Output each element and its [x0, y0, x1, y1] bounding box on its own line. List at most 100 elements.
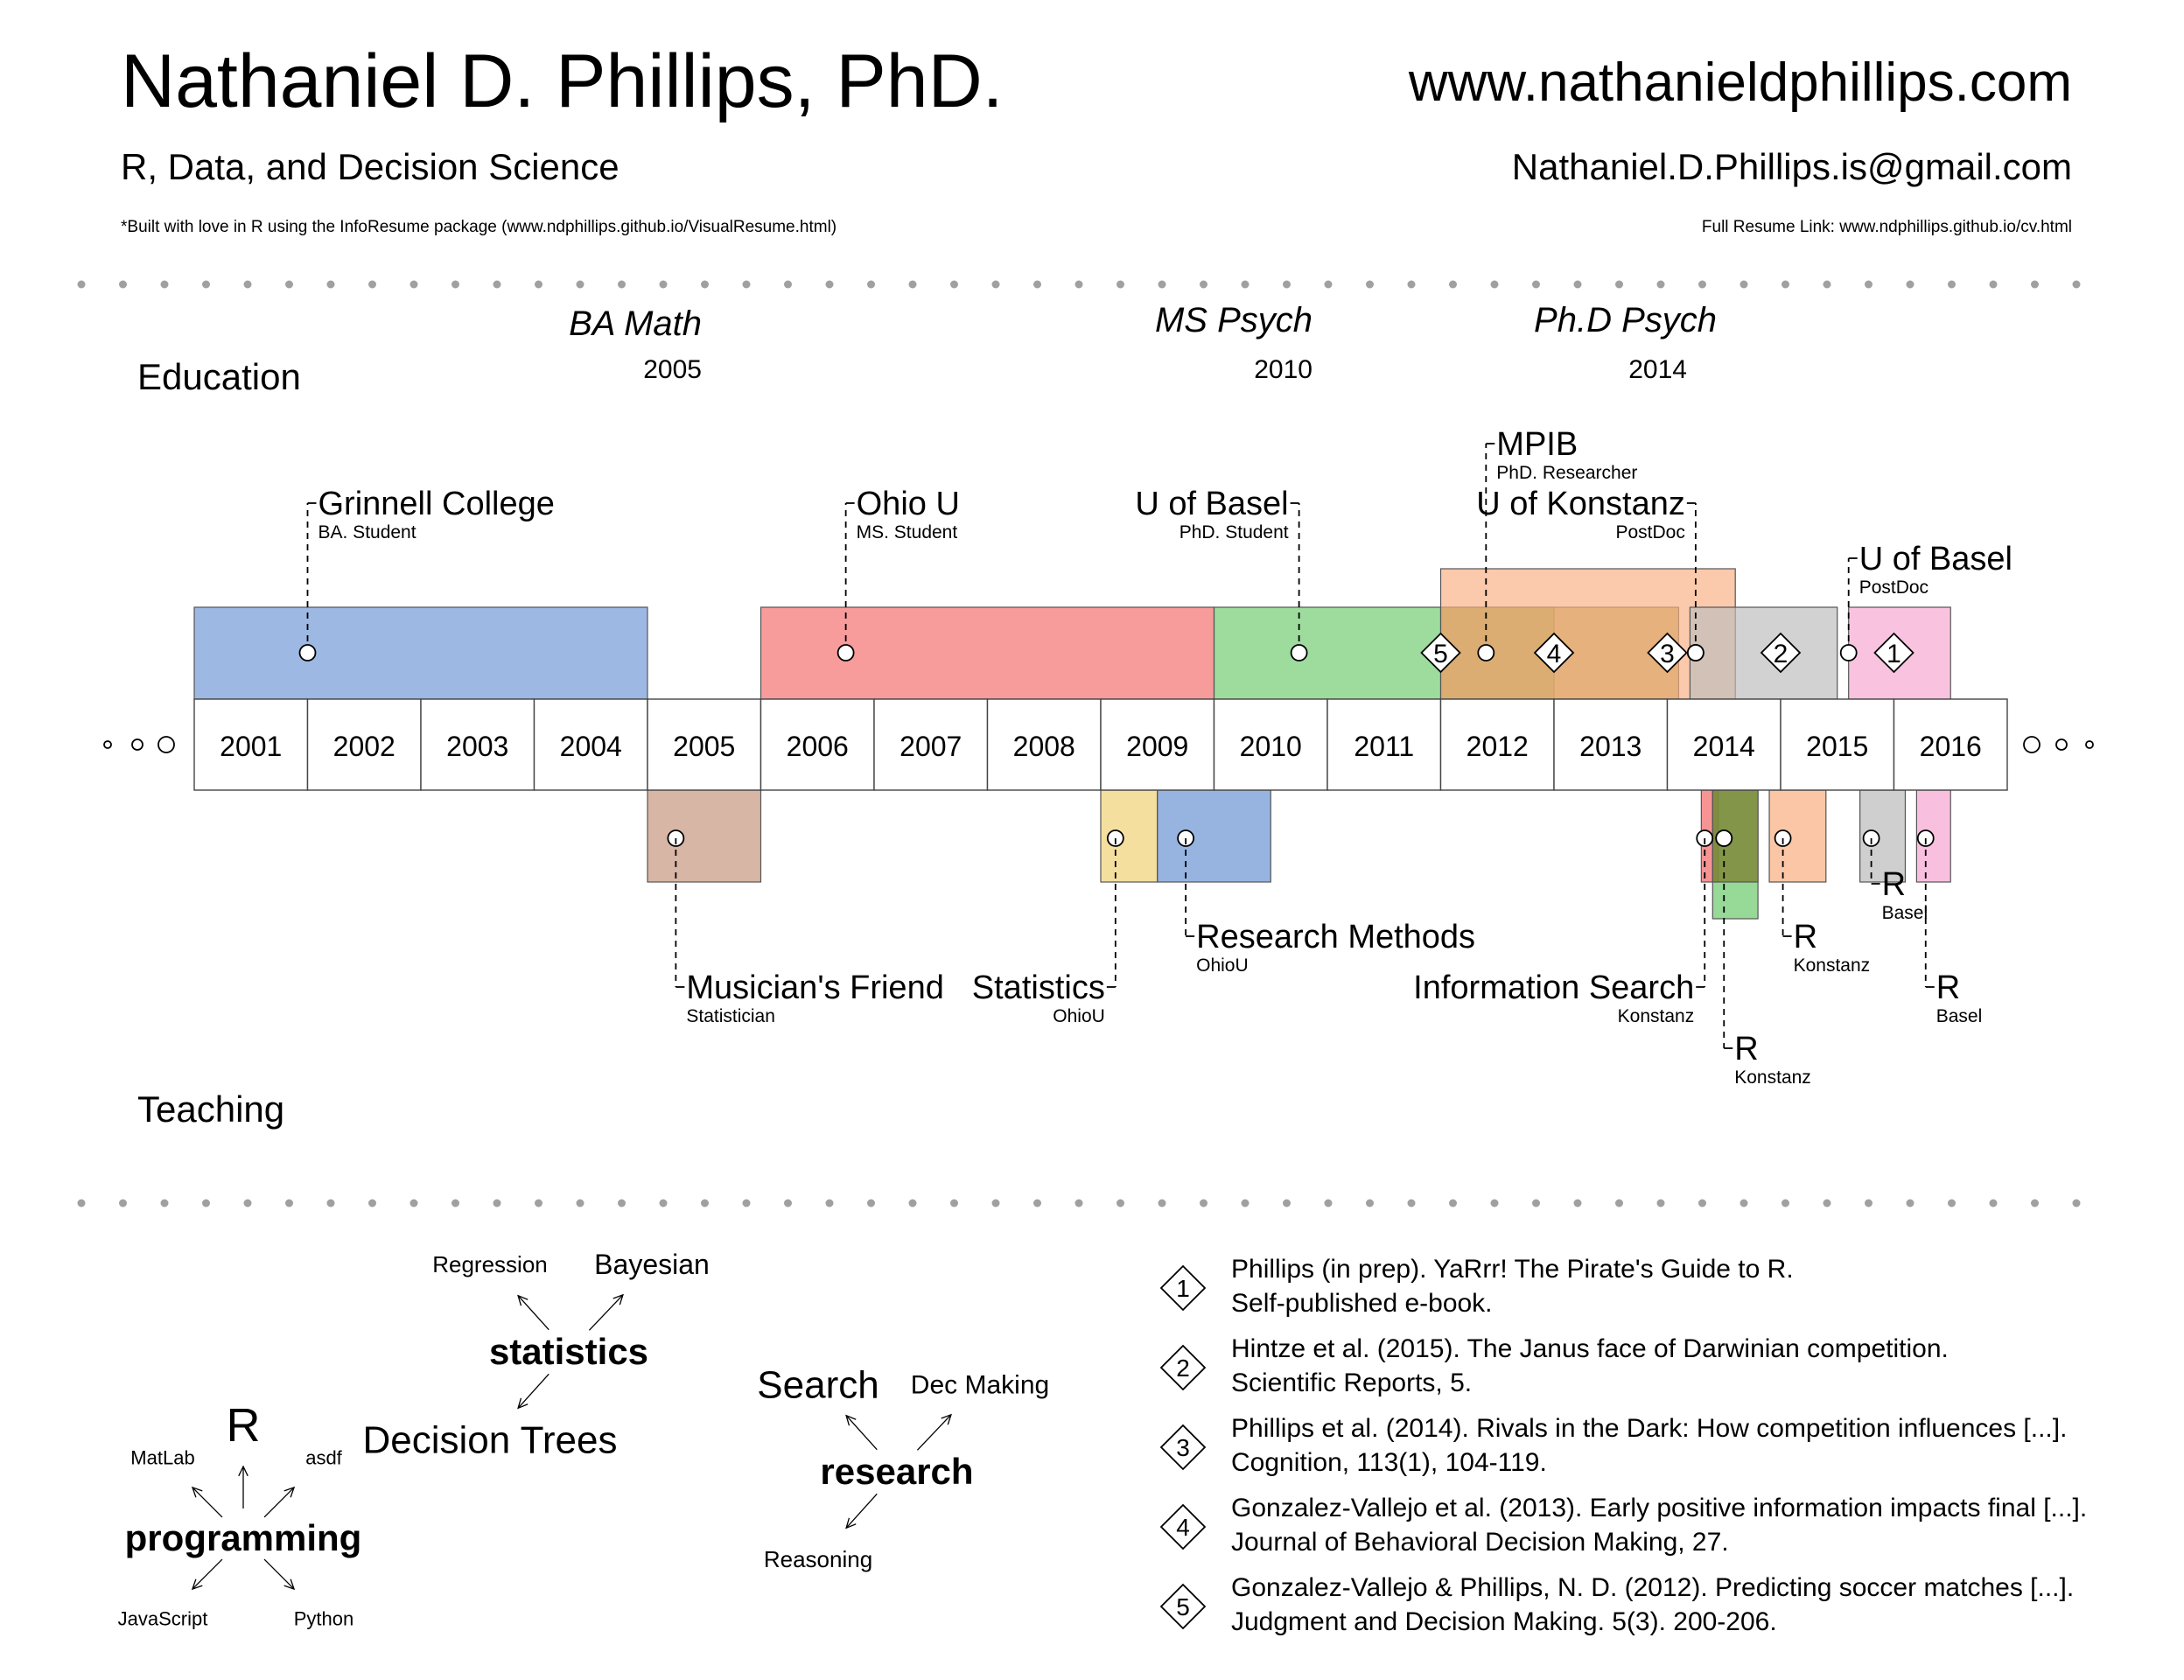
- year-cell: [1213, 698, 1328, 791]
- publication-line1: Gonzalez-Vallejo & Phillips, N. D. (2012…: [1231, 1573, 2074, 1602]
- publication-line2: Scientific Reports, 5.: [1231, 1368, 1472, 1397]
- ellipsis-dot: [2085, 740, 2094, 749]
- education-sublabel: PostDoc: [1859, 578, 1928, 598]
- separator-dot: [1449, 280, 1457, 289]
- education-sublabel: BA. Student: [318, 522, 416, 542]
- year-cell: [193, 698, 309, 791]
- skill-arrow: [588, 1294, 624, 1331]
- publication-marker: [1647, 632, 1688, 674]
- separator-dot: [1823, 280, 1831, 289]
- milestone-year: 2010: [1254, 355, 1312, 384]
- separator-dot: [1906, 1199, 1914, 1208]
- publication-icon: [1159, 1344, 1207, 1391]
- year-label: 2010: [1240, 731, 1302, 762]
- separator-dot: [576, 280, 584, 289]
- year-label: 2007: [900, 731, 962, 762]
- skill-center: programming: [125, 1517, 362, 1558]
- year-label: 2001: [220, 731, 282, 762]
- separator-dot: [1490, 1199, 1499, 1208]
- year-label: 2016: [1920, 731, 1982, 762]
- separator-dot: [410, 1199, 418, 1208]
- year-label: 2009: [1126, 731, 1188, 762]
- skill-arrowhead: [284, 1486, 296, 1498]
- email-link[interactable]: Nathaniel.D.Phillips.is@gmail.com: [1512, 146, 2072, 187]
- separator-dot: [535, 280, 542, 289]
- teaching-sublabel: OhioU: [1196, 956, 1249, 976]
- separator-dot: [493, 280, 501, 289]
- skill-item: Reasoning: [764, 1546, 872, 1572]
- teaching-label: R: [1734, 1031, 1758, 1068]
- separator-dot: [1241, 1199, 1250, 1208]
- separator-dot: [659, 280, 668, 289]
- separator-dot: [1698, 280, 1706, 289]
- education-label: U of Basel: [1135, 486, 1288, 522]
- separator-dot: [701, 280, 709, 289]
- separator-dot: [1573, 280, 1582, 289]
- education-label: U of Konstanz: [1476, 486, 1685, 522]
- website-link[interactable]: www.nathanieldphillips.com: [1408, 52, 2072, 113]
- skill-arrow: [517, 1373, 550, 1409]
- skill-arrowhead: [845, 1414, 857, 1426]
- separator-dot: [1573, 1199, 1582, 1208]
- separator-dot: [77, 280, 86, 289]
- education-point: [836, 644, 855, 662]
- separator-dot: [1200, 1199, 1208, 1208]
- year-label: 2012: [1466, 731, 1529, 762]
- year-label: 2015: [1806, 731, 1868, 762]
- separator-dot: [784, 280, 792, 289]
- education-sublabel: PostDoc: [1616, 522, 1685, 542]
- resume-link[interactable]: Full Resume Link: www.ndphillips.github.…: [1702, 218, 2072, 236]
- publication-line2: Self-published e-book.: [1231, 1289, 1493, 1318]
- separator-dot: [1033, 280, 1041, 289]
- separator-dot: [410, 280, 418, 289]
- skill-item: MatLab: [130, 1447, 194, 1469]
- year-cell: [1780, 698, 1895, 791]
- teaching-section-label: Teaching: [137, 1088, 284, 1130]
- skill-arrow: [263, 1558, 295, 1590]
- separator-dot: [742, 280, 751, 289]
- separator-dot: [1490, 280, 1499, 289]
- year-label: 2008: [1013, 731, 1075, 762]
- year-cell: [986, 698, 1102, 791]
- education-label: Grinnell College: [318, 486, 555, 522]
- education-label: U of Basel: [1859, 541, 2012, 578]
- year-label: 2005: [673, 731, 735, 762]
- separator-dot: [701, 1199, 709, 1208]
- separator-dot: [1116, 1199, 1124, 1208]
- year-label: 2002: [333, 731, 396, 762]
- separator-dot: [1158, 280, 1166, 289]
- skill-item: Bayesian: [594, 1249, 710, 1280]
- education-bar: [1439, 568, 1736, 700]
- skill-arrow: [192, 1487, 223, 1518]
- ellipsis-dot: [131, 738, 144, 751]
- skill-arrow: [517, 1295, 550, 1331]
- ellipsis-dot: [2023, 736, 2040, 753]
- skill-arrow: [192, 1558, 223, 1590]
- year-cell: [760, 698, 875, 791]
- separator-dot: [1366, 280, 1374, 289]
- separator-dot: [576, 1199, 584, 1208]
- publication-marker-number: 1: [1886, 640, 1901, 668]
- publication-number: 1: [1176, 1275, 1190, 1302]
- skill-arrowhead: [845, 1517, 857, 1530]
- skill-arrow: [916, 1414, 952, 1451]
- skill-center: statistics: [489, 1331, 648, 1372]
- separator-dot: [243, 1199, 252, 1208]
- dotted-separator-bottom: [77, 1199, 2081, 1208]
- publication-marker-number: 3: [1660, 640, 1675, 668]
- publication-number: 2: [1176, 1354, 1190, 1382]
- publication-icon: [1159, 1583, 1207, 1630]
- separator-dot: [1158, 1199, 1166, 1208]
- separator-dot: [908, 280, 917, 289]
- ellipsis-dot: [103, 740, 112, 749]
- separator-dot: [825, 1199, 834, 1208]
- teaching-sublabel: Basel: [1882, 903, 1928, 923]
- teaching-label: R: [1794, 919, 1817, 956]
- milestone-title: BA Math: [569, 304, 702, 343]
- year-label: 2006: [787, 731, 849, 762]
- ellipsis-dot: [2055, 738, 2068, 751]
- skill-arrowhead: [612, 1293, 624, 1306]
